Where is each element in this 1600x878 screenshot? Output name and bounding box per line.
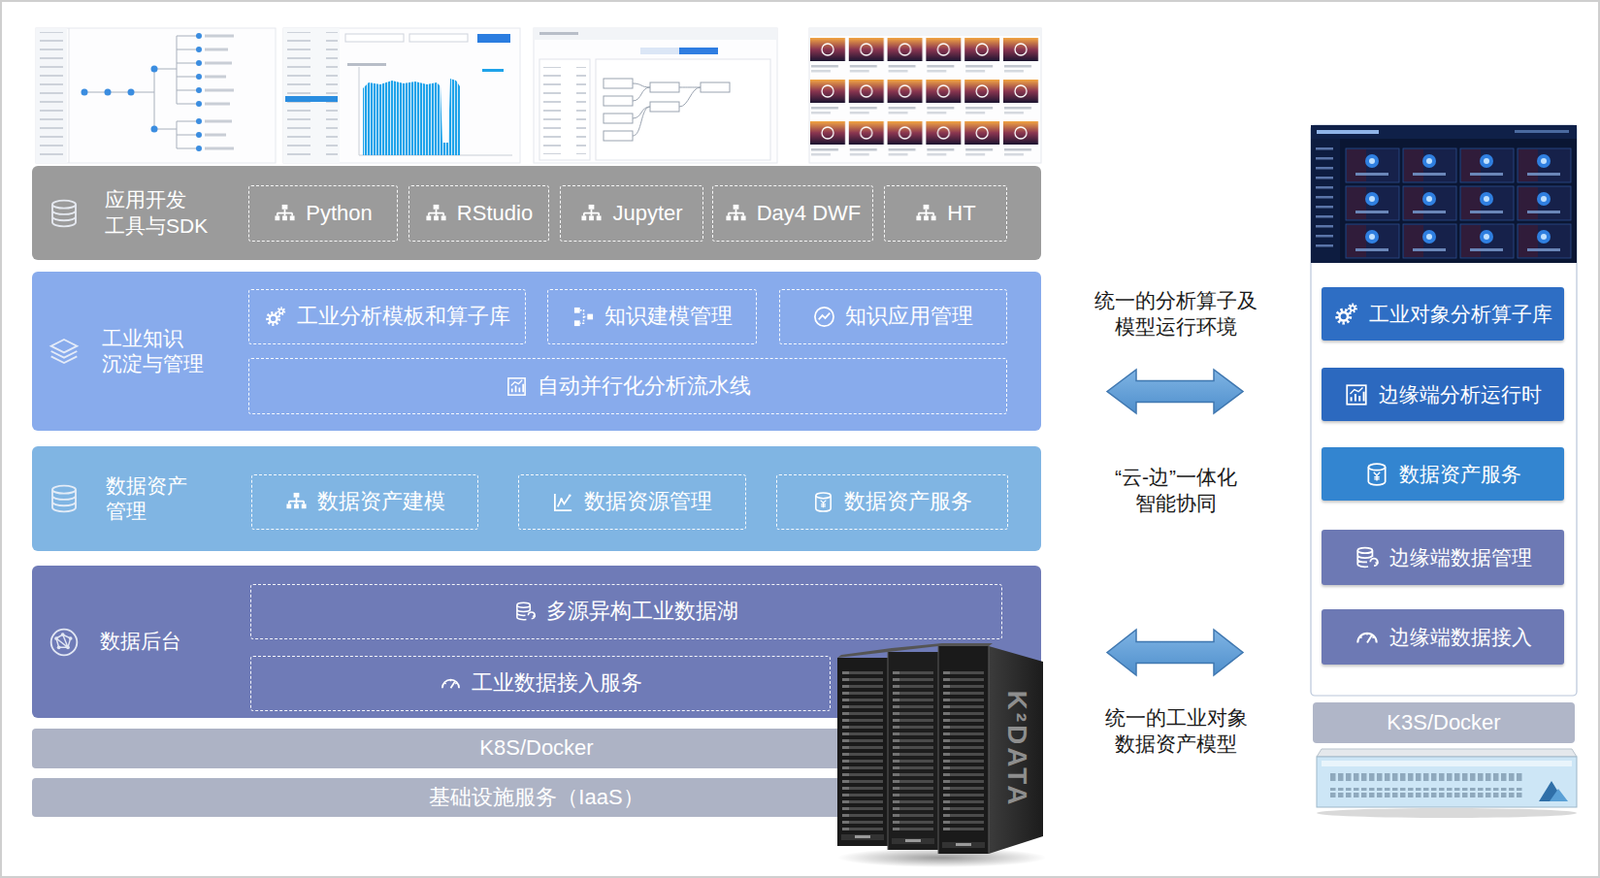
cyl-icon (1364, 461, 1390, 488)
edge-panel-outline (1310, 125, 1577, 696)
box-label: K8S/Docker (479, 735, 593, 761)
band-title: 应用开发 工具与SDK (104, 187, 294, 239)
box-label: Jupyter (612, 200, 683, 227)
box-label: 数据资产服务 (1399, 461, 1522, 487)
band-title: 数据后台 (99, 628, 182, 654)
box-label: 知识应用管理 (845, 303, 974, 329)
screenshot-tree (35, 28, 276, 164)
module-box: 数据资产建模 (251, 474, 479, 530)
box-label: 知识建模管理 (604, 303, 733, 329)
layer-band: 应用开发 工具与SDK Python RStudio Jupyter Day4 DWF H… (32, 165, 1042, 261)
box-label: 多源异构工业数据湖 (546, 598, 739, 624)
label-slot: “云-边”一体化 智能协同 (1072, 463, 1280, 518)
box-label: 基础设施服务（IaaS） (428, 784, 644, 811)
gauge-icon (1354, 624, 1380, 651)
box-label: 工业对象分析算子库 (1369, 301, 1553, 327)
edge-module-box: 数据资产服务 (1321, 447, 1565, 501)
tree-icon (724, 202, 748, 226)
globe-icon (48, 626, 80, 658)
nodes-icon (572, 305, 595, 328)
module-box: Python (248, 185, 398, 242)
tree-icon (424, 202, 448, 226)
band-title: 数据资产 管理 (105, 473, 232, 525)
tree-icon (580, 202, 603, 226)
double-arrow (1107, 629, 1243, 676)
module-box: 知识建模管理 (547, 289, 757, 345)
module-box: 工业分析模板和算子库 (248, 289, 526, 345)
annotation-label: 统一的分析算子及 模型运行环境 (1031, 287, 1321, 341)
db-icon (1354, 545, 1380, 571)
tree-icon (914, 202, 938, 226)
box-label: 工业数据接入服务 (471, 670, 643, 696)
box-label: Day4 DWF (756, 200, 862, 227)
module-box: Day4 DWF (712, 185, 874, 242)
box-label: 边缘端数据管理 (1389, 545, 1533, 570)
platform-bar: K3S/Docker (1312, 702, 1575, 744)
box-label: 数据资产建模 (317, 489, 446, 515)
box-label: 工业分析模板和算子库 (296, 303, 511, 329)
box-label: 数据资源管理 (584, 489, 713, 515)
screenshot-flow (533, 28, 778, 164)
db-icon (514, 600, 537, 623)
cyl-icon (812, 490, 835, 514)
module-box: 数据资产服务 (776, 474, 1009, 530)
box-label: 数据资产服务 (844, 489, 973, 515)
layer-band: 工业知识 沉淀与管理工业分析模板和算子库 知识建模管理 知识应用管理自动并行化分析流… (32, 271, 1042, 431)
tree-icon (273, 202, 296, 226)
annotation-label: 统一的工业对象 数据资产模型 (1042, 704, 1311, 758)
edge-module-box: 边缘端数据管理 (1321, 529, 1565, 586)
module-box: RStudio (408, 185, 550, 242)
edge-gateway-device (1316, 749, 1577, 818)
layer-band: 数据后台多源异构工业数据湖工业数据接入服务K²DATA (32, 565, 1042, 719)
tree-icon (285, 490, 308, 514)
module-box: 多源异构工业数据湖 (250, 584, 1003, 640)
edge-module-box: 边缘端数据接入 (1321, 609, 1565, 665)
box-label: 自动并行化分析流水线 (537, 373, 752, 399)
trend-icon (813, 305, 836, 328)
chart-icon (505, 375, 528, 398)
edge-module-box: 工业对象分析算子库 (1321, 287, 1565, 341)
screenshot-chart (283, 28, 521, 164)
line-icon (552, 490, 575, 514)
module-box: Jupyter (559, 185, 704, 242)
box-label: Python (305, 200, 373, 227)
band-title: 工业知识 沉淀与管理 (101, 326, 290, 378)
chart-icon (1343, 382, 1370, 408)
annotation-label: “云-边”一体化 智能协同 (1072, 463, 1280, 518)
gear-icon (264, 305, 288, 328)
gauge-icon (439, 672, 462, 695)
edge-module-box: 边缘端分析运行时 (1321, 367, 1565, 422)
module-box: 工业数据接入服务 (250, 655, 831, 712)
module-box: 数据资源管理 (518, 474, 747, 530)
gear-icon (1334, 301, 1360, 327)
stack-icon (48, 483, 80, 515)
module-box: HT (883, 185, 1008, 242)
box-label: HT (946, 200, 976, 227)
logo-text: K²DATA (1001, 689, 1033, 808)
label-slot: K²DATA (1001, 689, 1033, 808)
box-label: 边缘端数据接入 (1389, 624, 1533, 650)
module-box: 知识应用管理 (779, 289, 1008, 345)
label-slot: 统一的分析算子及 模型运行环境 (1031, 287, 1321, 341)
module-box: 自动并行化分析流水线 (248, 358, 1008, 415)
layer-band: 数据资产 管理 数据资产建模 数据资源管理 数据资产服务 (32, 446, 1042, 552)
stack-icon (48, 197, 80, 229)
layers-icon (48, 335, 80, 367)
dashboard-screenshot (1310, 125, 1577, 263)
screenshot-gallery (809, 28, 1042, 164)
box-label: RStudio (457, 200, 533, 227)
double-arrow (1107, 369, 1243, 414)
box-label: 边缘端分析运行时 (1378, 382, 1542, 407)
label-slot: 统一的工业对象 数据资产模型 (1042, 704, 1311, 758)
box-label: K3S/Docker (1386, 710, 1501, 736)
